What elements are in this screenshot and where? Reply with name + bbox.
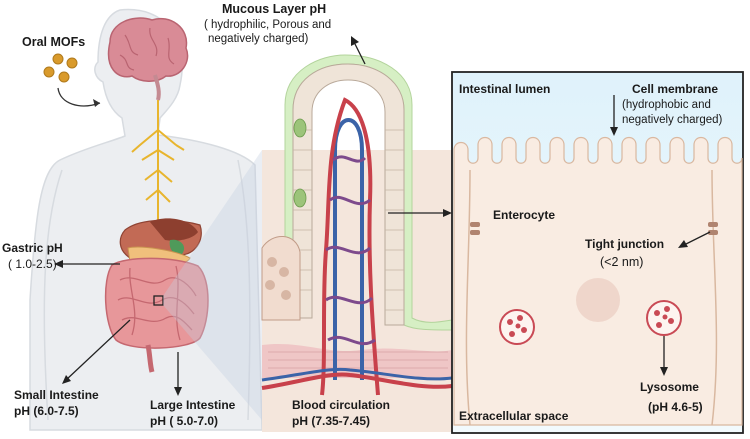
small-intestine-ph: pH (6.0-7.5) (14, 404, 79, 418)
gastric-ph-label: Gastric pH (2, 241, 63, 255)
large-intestine-label: Large Intestine (150, 398, 236, 412)
lysosome-icon (646, 300, 682, 336)
label-arrows (62, 43, 711, 388)
nerve-icon (131, 100, 185, 220)
lysosome-ph: (pH 4.6-5) (648, 400, 703, 414)
blood-circulation-ph: pH (7.35-7.45) (292, 414, 370, 428)
small-intestine-label: Small Intestine (14, 388, 99, 402)
gastric-ph-value: ( 1.0-2.5) (8, 257, 57, 271)
enterocyte-panel (451, 71, 744, 434)
intestinal-lumen-label: Intestinal lumen (459, 82, 550, 96)
tight-junction-label: Tight junction (585, 237, 664, 251)
zoom-cone (163, 150, 262, 420)
mucous-layer-desc-2: negatively charged) (208, 33, 309, 45)
lysosome-label: Lysosome (640, 380, 699, 394)
oral-mofs-label: Oral MOFs (22, 35, 85, 49)
intestine-icon (104, 257, 209, 373)
villus-figure (261, 54, 453, 432)
large-intestine-ph: pH ( 5.0-7.0) (150, 414, 218, 428)
mucous-layer-desc-1: ( hydrophilic, Porous and (204, 19, 331, 31)
cell-membrane-desc-2: negatively charged) (622, 114, 723, 126)
mof-particles-icon (43, 53, 78, 83)
ingestion-arrow (57, 87, 101, 107)
tight-junction-size: (<2 nm) (600, 255, 643, 269)
extracellular-space-label: Extracellular space (459, 409, 569, 423)
enterocyte-label: Enterocyte (493, 208, 555, 222)
cell-membrane-label: Cell membrane (632, 82, 718, 96)
brain-icon (107, 17, 189, 101)
zoom-region-marker (153, 295, 164, 306)
blood-circulation-label: Blood circulation (292, 398, 390, 412)
cell-membrane-desc-1: (hydrophobic and (622, 99, 711, 111)
mucous-layer-title: Mucous Layer pH (222, 2, 326, 16)
endosome-icon (499, 309, 535, 345)
